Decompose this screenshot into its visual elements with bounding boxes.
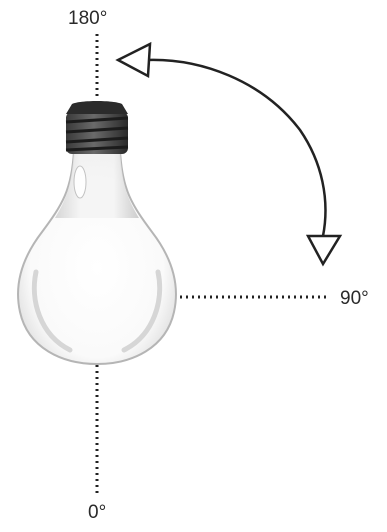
light-bulb-icon — [18, 101, 176, 364]
arrowhead-left-icon — [118, 44, 150, 76]
angle-label-90: 90° — [340, 289, 369, 308]
arrowhead-down-icon — [308, 236, 340, 264]
angle-label-180: 180° — [68, 9, 107, 28]
angle-label-0: 0° — [88, 503, 106, 522]
